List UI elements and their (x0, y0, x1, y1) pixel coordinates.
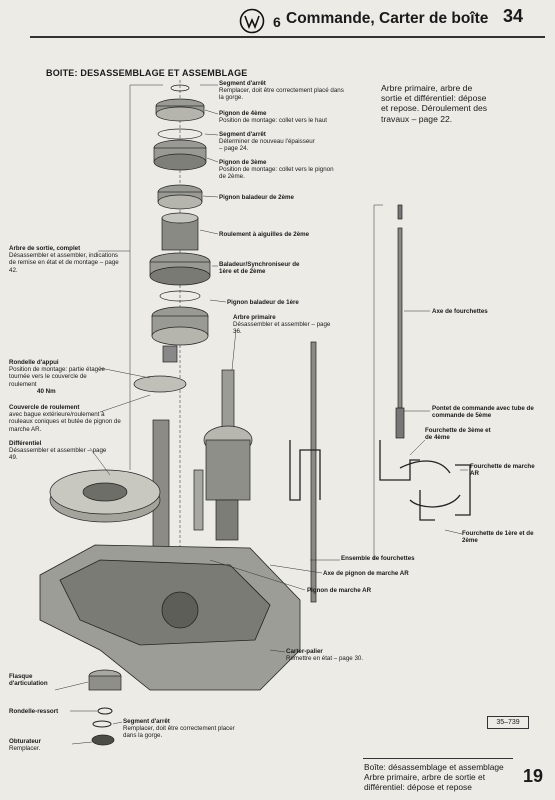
header-rule (30, 36, 545, 38)
output-shaft-gears (133, 84, 211, 393)
callout-axe-fourchettes: Axe de fourchettes (432, 308, 488, 315)
callout-segment-arret-2: Segment d'arrêt Déterminer de nouveau l'… (219, 131, 315, 153)
callout-fourchette-ar: Fourchette de marche AR (470, 463, 535, 478)
footer-page-number: 19 (523, 766, 544, 786)
differential (49, 469, 161, 523)
callout-couvercle-roulement: Couvercle de roulement avec bague extéri… (9, 404, 121, 433)
callout-differentiel: Différentiel Désassembler et assembler –… (9, 440, 107, 462)
callout-obturateur: Obturateur Remplacer. (9, 738, 41, 753)
callout-ensemble-fourchettes: Ensemble de fourchettes (341, 555, 415, 562)
fork-shaft (310, 204, 405, 603)
callout-rondelle-appui: Rondelle d'appui Position de montage: pa… (9, 359, 113, 395)
callout-pontet-commande: Pontet de commande avec tube de commande… (432, 405, 534, 420)
callout-roulement-aiguilles: Roulement à aiguilles de 2ème (219, 231, 310, 238)
footer-line-2: Arbre primaire, arbre de sortie et diffé… (364, 772, 486, 792)
figure-code: 35–739 (487, 716, 529, 729)
vw-logo-icon (239, 8, 265, 34)
input-shaft (203, 369, 253, 541)
footer-text: Boîte: désassemblage et assemblage Arbre… (364, 762, 514, 792)
reference-note: Arbre primaire, arbre de sortie et diffé… (381, 83, 488, 124)
callout-axe-pignon-ar: Axe de pignon de marche AR (323, 570, 409, 577)
callout-pignon-4eme: Pignon de 4ème Position de montage: coll… (219, 110, 328, 125)
callout-arbre-primaire: Arbre primaire Désassembler et assembler… (233, 314, 331, 336)
callout-fourchette-3-4: Fourchette de 3ème et de 4ème (425, 427, 491, 442)
gearbox-housing (39, 544, 301, 691)
chapter-number: 6 (273, 14, 281, 30)
callout-rondelle-ressort: Rondelle-ressort (9, 708, 59, 715)
callout-pignon-baladeur-1ere: Pignon baladeur de 1ère (227, 299, 299, 306)
callout-pignon-3eme: Pignon de 3ème Position de montage: coll… (219, 159, 334, 181)
callout-carter-palier: Carter-palier Remettre en état – page 30… (286, 648, 364, 663)
callout-baladeur-synchro: Baladeur/Synchroniseur de 1ère et de 2èm… (219, 261, 300, 276)
callout-fourchette-1-2: Fourchette de 1ère et de 2ème (462, 530, 534, 545)
footer-line-1: Boîte: désassemblage et assemblage (364, 762, 504, 772)
footer-rule (363, 758, 513, 759)
section-title: BOITE: DESASSEMBLAGE ET ASSEMBLAGE (46, 68, 248, 78)
callout-pignon-baladeur-2eme: Pignon baladeur de 2ème (219, 194, 294, 201)
callout-pignon-ar: Pignon de marche AR (307, 587, 372, 594)
callout-segment-arret-3: Segment d'arrêt Remplacer, doit être cor… (123, 718, 235, 740)
page-number: 34 (503, 6, 524, 26)
callout-segment-arret-1: Segment d'arrêt Remplacer, doit être cor… (219, 80, 344, 102)
torque-value: 40 Nm (37, 387, 56, 395)
page-title: Commande, Carter de boîte (286, 10, 489, 27)
callout-flasque: Flasque d'articulation (9, 673, 48, 688)
callout-arbre-sortie: Arbre de sortie, complet Désassembler et… (9, 245, 119, 274)
shift-forks (289, 440, 471, 521)
